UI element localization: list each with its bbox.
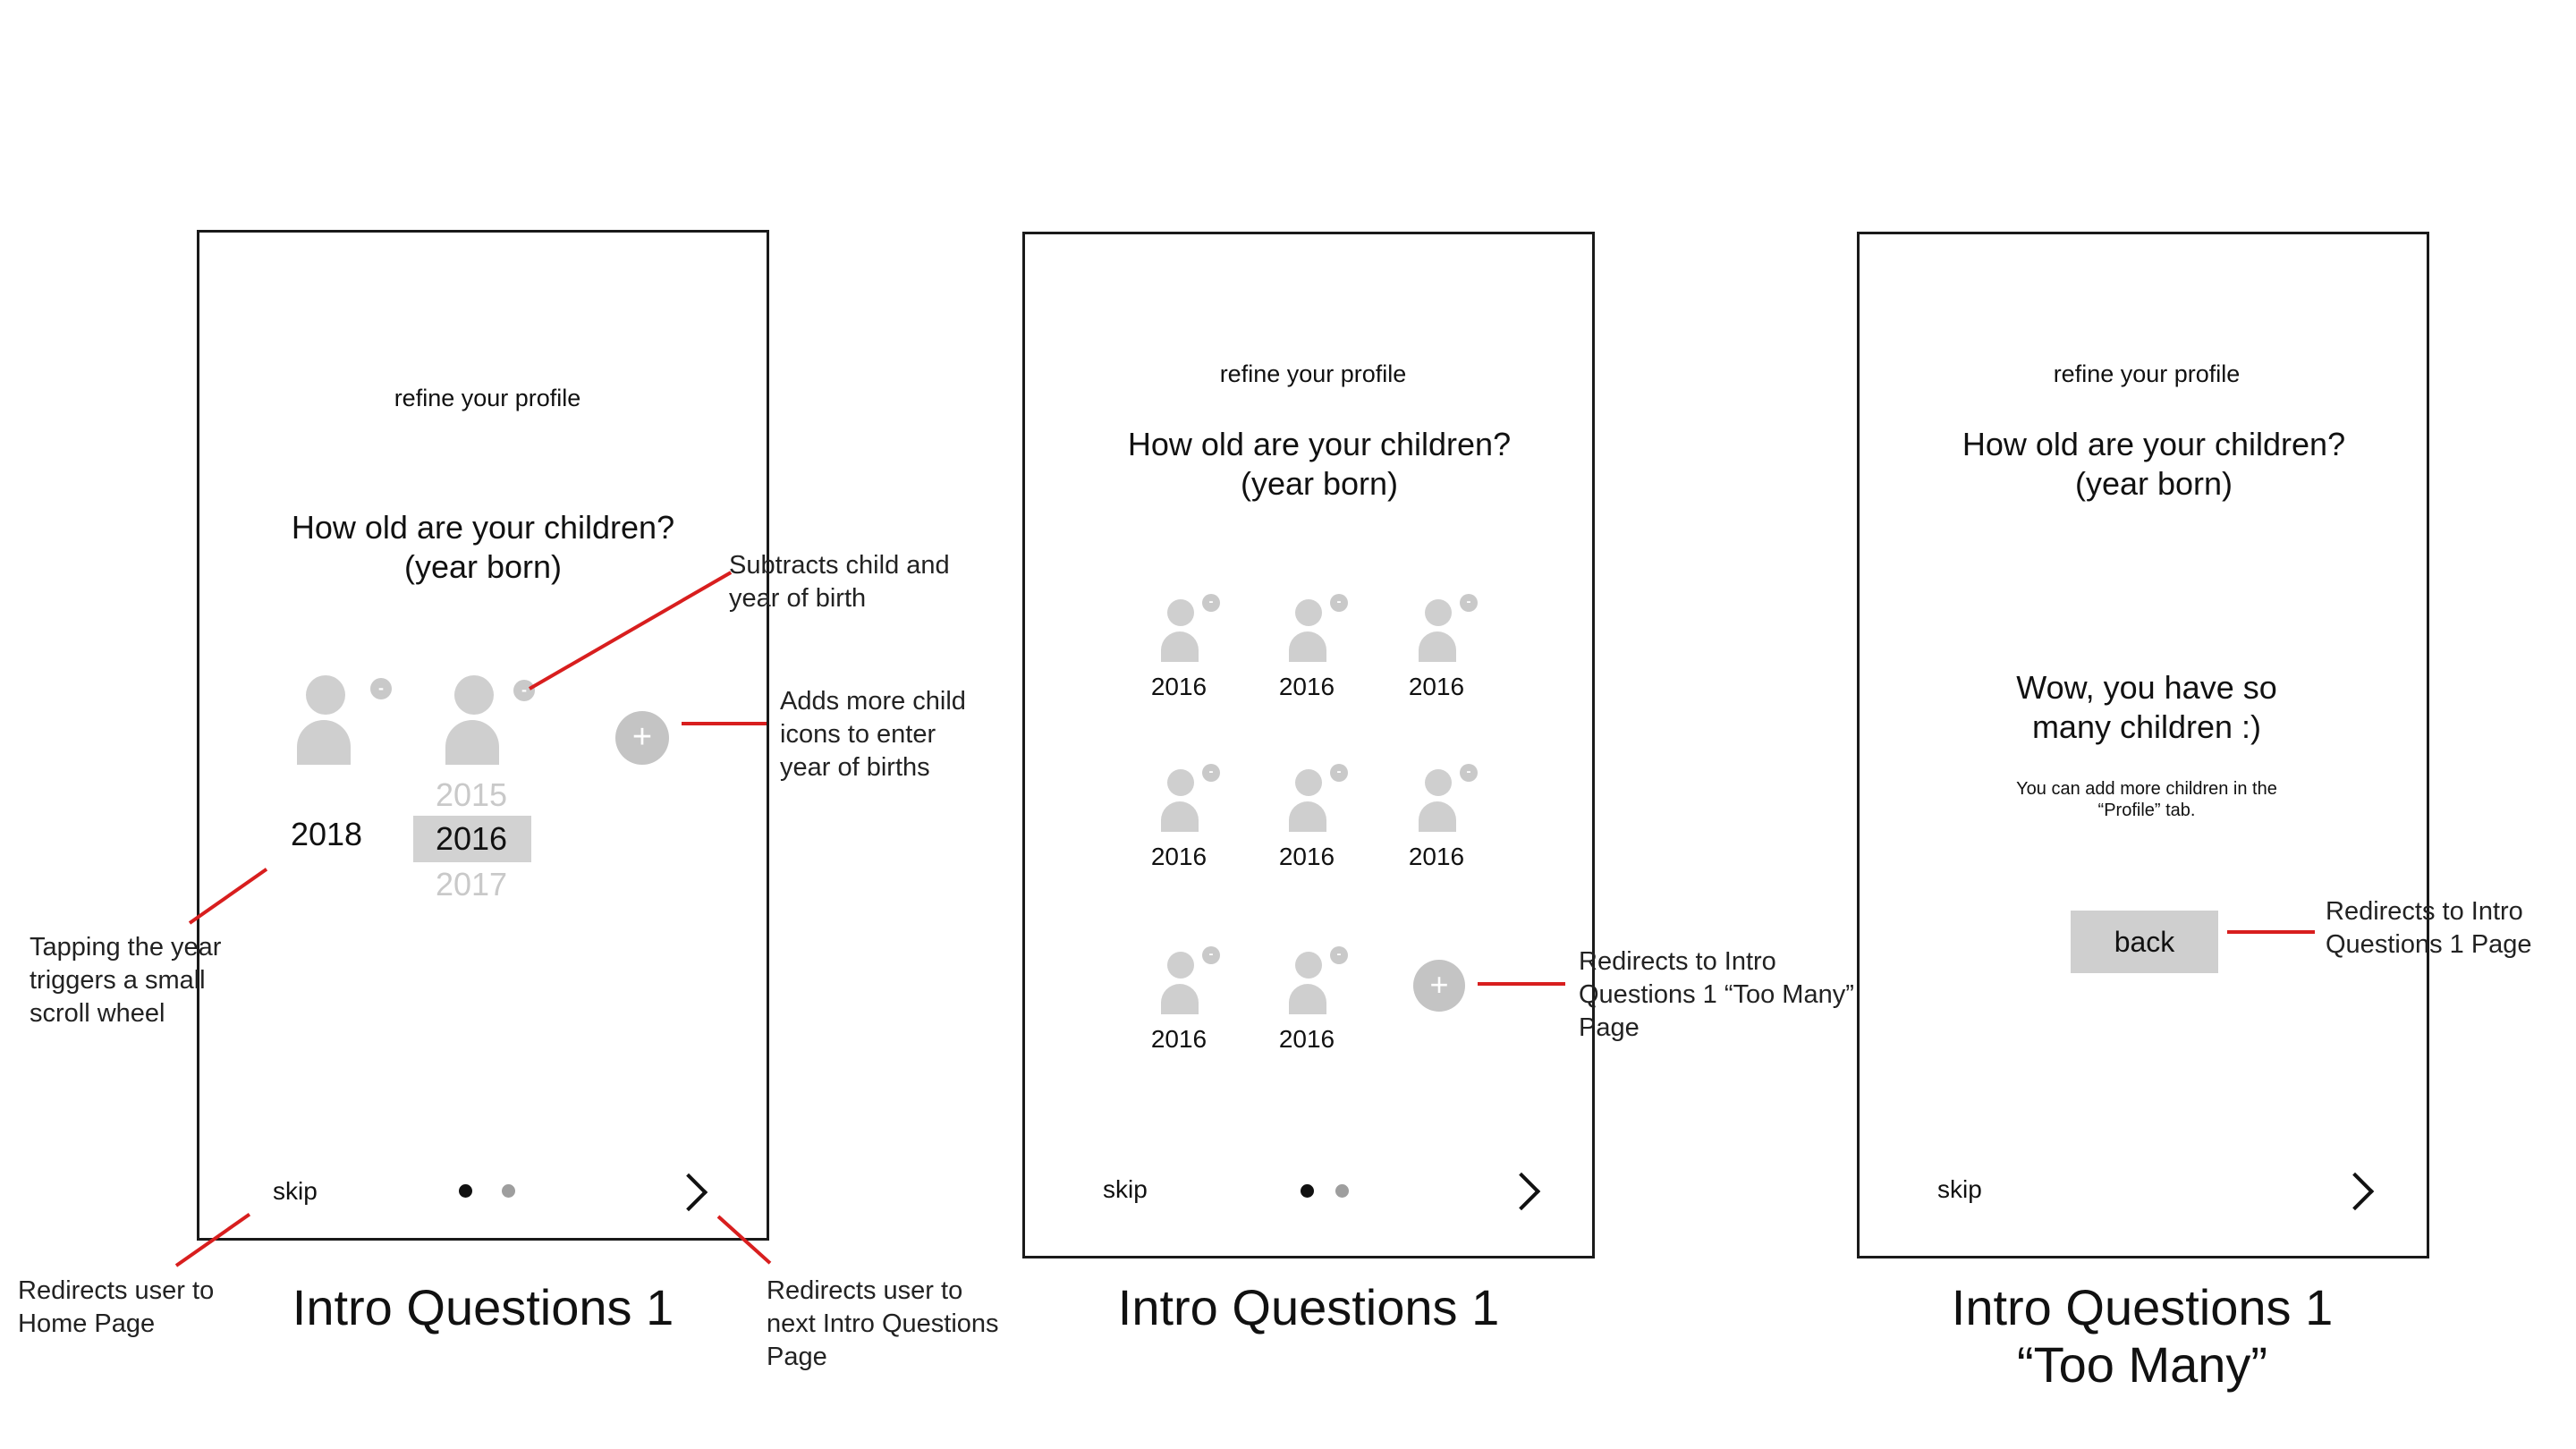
screen3-question: How old are your children? (year born) (1930, 425, 2377, 504)
add-child-button[interactable]: + (1413, 960, 1465, 1012)
child-year-button[interactable]: 2016 (1278, 843, 1335, 870)
too-many-info-line2: “Profile” tab. (2097, 801, 2196, 820)
child-year-button[interactable]: 2016 (1150, 1025, 1208, 1053)
screen2-question: How old are your children? (year born) (1096, 425, 1543, 504)
screen3-subtitle: refine your profile (2053, 360, 2241, 387)
screen1-caption: Intro Questions 1 (292, 1279, 674, 1335)
year-wheel-selected[interactable]: 2016 (435, 820, 508, 857)
annotation-tapping: Tapping the year triggers a small scroll… (30, 933, 222, 1028)
remove-child-button[interactable]: - (1330, 946, 1348, 964)
remove-child-button[interactable]: - (370, 678, 392, 699)
annotation-next: Redirects user to next Intro Questions P… (767, 1276, 999, 1371)
screen2-subtitle: refine your profile (1219, 360, 1407, 387)
too-many-message-line1: Wow, you have so (2016, 669, 2277, 706)
remove-child-button[interactable]: - (1460, 764, 1478, 782)
too-many-message: Wow, you have so many children :) (1968, 668, 2326, 747)
annotation-too-many: Redirects to Intro Questions 1 “Too Many… (1579, 947, 1854, 1042)
annotation-line-back (2227, 930, 2315, 934)
year-wheel-highlight (413, 816, 531, 862)
remove-child-button[interactable]: - (1330, 594, 1348, 612)
year-wheel-prev[interactable]: 2015 (435, 776, 508, 813)
annotation-back: Redirects to Intro Questions 1 Page (2326, 897, 2532, 959)
child-avatar-icon (1417, 599, 1456, 662)
child-avatar-icon (1287, 769, 1326, 832)
page-indicator-dot-active (459, 1184, 472, 1198)
annotation-line-adds (682, 722, 767, 725)
remove-child-button[interactable]: - (1202, 764, 1220, 782)
screen3-question-line2: (year born) (2074, 465, 2233, 502)
screen1-question-line2: (year born) (403, 548, 563, 585)
child-avatar-icon (1159, 599, 1199, 662)
screen1-question: How old are your children? (year born) (259, 508, 707, 587)
remove-child-button[interactable]: - (1330, 764, 1348, 782)
phone-frame-screen-2 (1022, 232, 1595, 1258)
too-many-message-line2: many children :) (2031, 708, 2262, 745)
remove-child-button[interactable]: - (1460, 594, 1478, 612)
too-many-info-line1: You can add more children in the (2016, 779, 2277, 799)
annotation-adds: Adds more child icons to enter year of b… (780, 687, 966, 782)
child-year-button[interactable]: 2016 (1408, 843, 1465, 870)
child-year-button[interactable]: 2016 (1278, 673, 1335, 700)
screen3-question-line1: How old are your children? (1962, 426, 2346, 462)
screen3-caption: Intro Questions 1 “Too Many” (1928, 1279, 2357, 1394)
page-indicator-dot (1335, 1184, 1349, 1198)
phone-frame-screen-3 (1857, 232, 2429, 1258)
child-avatar-icon (1287, 952, 1326, 1014)
annotation-home: Redirects user to Home Page (18, 1276, 215, 1338)
back-button[interactable]: back (2071, 911, 2218, 973)
remove-child-button[interactable]: - (1202, 946, 1220, 964)
child-avatar-icon (295, 675, 352, 765)
add-child-button[interactable]: + (615, 711, 669, 765)
child-avatar-icon (1159, 769, 1199, 832)
child-avatar-icon (1159, 952, 1199, 1014)
child-year-button[interactable]: 2016 (1150, 843, 1208, 870)
child-year-button[interactable]: 2016 (1278, 1025, 1335, 1053)
screen3-caption-line1: Intro Questions 1 (1951, 1279, 2334, 1335)
too-many-info: You can add more children in the “Profil… (1968, 778, 2326, 821)
screen1-subtitle: refine your profile (394, 385, 581, 411)
screen2-question-line2: (year born) (1240, 465, 1399, 502)
screen2-question-line1: How old are your children? (1127, 426, 1512, 462)
skip-link[interactable]: skip (273, 1177, 318, 1205)
remove-child-button[interactable]: - (513, 680, 535, 701)
remove-child-button[interactable]: - (1202, 594, 1220, 612)
child-avatar-icon (1417, 769, 1456, 832)
year-wheel-next[interactable]: 2017 (435, 866, 508, 902)
screen3-caption-line2: “Too Many” (2016, 1336, 2268, 1393)
annotation-line-too-many (1478, 982, 1565, 986)
annotation-subtracts: Subtracts child and year of birth (729, 551, 950, 613)
skip-link[interactable]: skip (1937, 1175, 1982, 1203)
page-indicator-dot (502, 1184, 515, 1198)
screen1-question-line1: How old are your children? (291, 509, 675, 546)
page-indicator-dot-active (1301, 1184, 1314, 1198)
child-year-button[interactable]: 2016 (1408, 673, 1465, 700)
screen2-caption: Intro Questions 1 (1117, 1279, 1500, 1335)
child-avatar-icon (444, 675, 501, 765)
child-avatar-icon (1287, 599, 1326, 662)
child-year-button[interactable]: 2016 (1150, 673, 1208, 700)
skip-link[interactable]: skip (1103, 1175, 1148, 1203)
child-year-button[interactable]: 2018 (290, 816, 363, 852)
